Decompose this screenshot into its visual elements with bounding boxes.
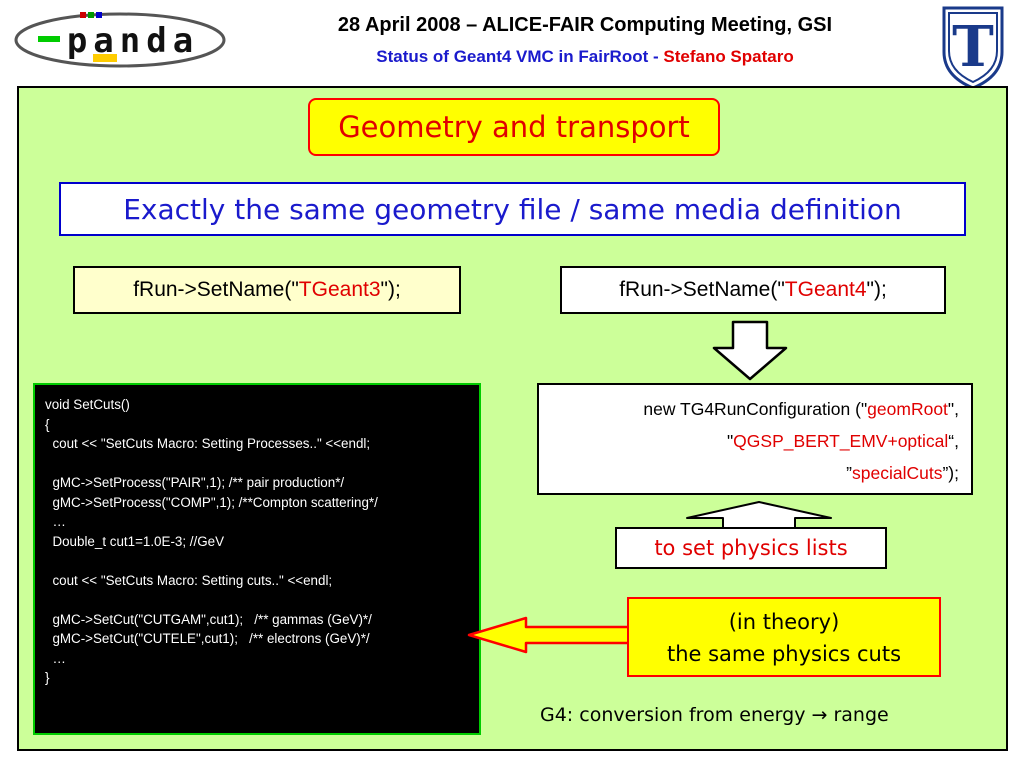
setname-g4-suffix: ");	[866, 278, 887, 301]
runconfiguration-box: new TG4RunConfiguration ("geomRoot", "QG…	[537, 383, 973, 495]
code-line: gMC->SetCut("CUTELE",cut1); /** electron…	[45, 631, 370, 646]
setname-g3-prefix: fRun->SetName("	[133, 278, 299, 301]
runconfig-line-2: "QGSP_BERT_EMV+optical“,	[539, 425, 959, 457]
code-line	[45, 590, 479, 610]
runconfig-line-1: new TG4RunConfiguration ("geomRoot",	[539, 393, 959, 425]
setname-geant4-box: fRun->SetName("TGeant4");	[560, 266, 946, 314]
code-line: void SetCuts()	[45, 397, 130, 412]
g4-conversion-note: G4: conversion from energy → range	[540, 704, 980, 726]
code-line: gMC->SetCut("CUTGAM",cut1); /** gammas (…	[45, 611, 372, 627]
code-line: gMC->SetProcess("COMP",1); /**Compton sc…	[45, 494, 378, 510]
header-subtitle: Status of Geant4 VMC in FairRoot - Stefa…	[240, 47, 930, 67]
cuts-line-2: the same physics cuts	[666, 642, 902, 666]
right-arrow-icon: →	[811, 704, 828, 726]
code-line: {	[45, 416, 50, 432]
header-author: Stefano Spataro	[663, 47, 794, 66]
code-line: Double_t cut1=1.0E-3; //GeV	[45, 533, 225, 549]
setname-g4-value: TGeant4	[784, 278, 867, 301]
code-line: cout << "SetCuts Macro: Setting Processe…	[45, 436, 371, 451]
code-line: }	[45, 670, 50, 685]
runconfig-l2-prefix: "	[726, 431, 734, 451]
g4-note-prefix: G4: conversion from energy	[540, 704, 812, 726]
setname-g3-value: TGeant3	[298, 278, 381, 301]
setname-geant3-box: fRun->SetName("TGeant3");	[73, 266, 461, 314]
panda-logo: panda	[14, 12, 226, 68]
code-line: cout << "SetCuts Macro: Setting cuts.." …	[45, 572, 333, 588]
code-line: …	[45, 650, 66, 666]
left-arrow-icon	[467, 616, 636, 654]
cuts-line-1: (in theory)	[728, 610, 840, 634]
runconfig-l2-suffix: “,	[948, 431, 959, 451]
university-shield-logo: T	[942, 6, 1004, 90]
g4-note-suffix: range	[827, 704, 889, 726]
down-arrow-icon	[712, 320, 788, 381]
setname-g3-suffix: ");	[380, 278, 401, 301]
code-line: …	[45, 514, 66, 529]
runconfig-l3-suffix: ”);	[942, 463, 959, 483]
physics-lists-label: to set physics lists	[615, 527, 887, 569]
runconfig-l2-value: QGSP_BERT_EMV+optical	[733, 431, 949, 451]
logo-text: panda	[67, 21, 199, 61]
runconfig-l1-suffix: ",	[947, 399, 959, 419]
same-physics-cuts-box: (in theory) the same physics cuts	[627, 597, 941, 677]
setcuts-code-box: void SetCuts() { cout << "SetCuts Macro:…	[33, 383, 481, 735]
runconfig-l1-prefix: new TG4RunConfiguration ("	[643, 399, 868, 419]
setname-g4-prefix: fRun->SetName("	[619, 278, 785, 301]
runconfig-l3-value: specialCuts	[852, 463, 943, 483]
code-line: gMC->SetProcess("PAIR",1); /** pair prod…	[45, 475, 345, 490]
runconfig-l3-prefix: ”	[846, 463, 852, 483]
header-meeting-line: 28 April 2008 – ALICE-FAIR Computing Mee…	[337, 14, 833, 36]
code-line	[45, 454, 479, 474]
code-line	[45, 551, 479, 571]
shield-letter: T	[952, 14, 994, 80]
runconfig-l1-value: geomRoot	[867, 399, 948, 419]
header-subtitle-topic: Status of Geant4 VMC in FairRoot -	[376, 47, 664, 66]
geometry-statement: Exactly the same geometry file / same me…	[59, 182, 966, 236]
slide-title: Geometry and transport	[308, 98, 720, 156]
runconfig-line-3: ”specialCuts”);	[539, 457, 959, 489]
